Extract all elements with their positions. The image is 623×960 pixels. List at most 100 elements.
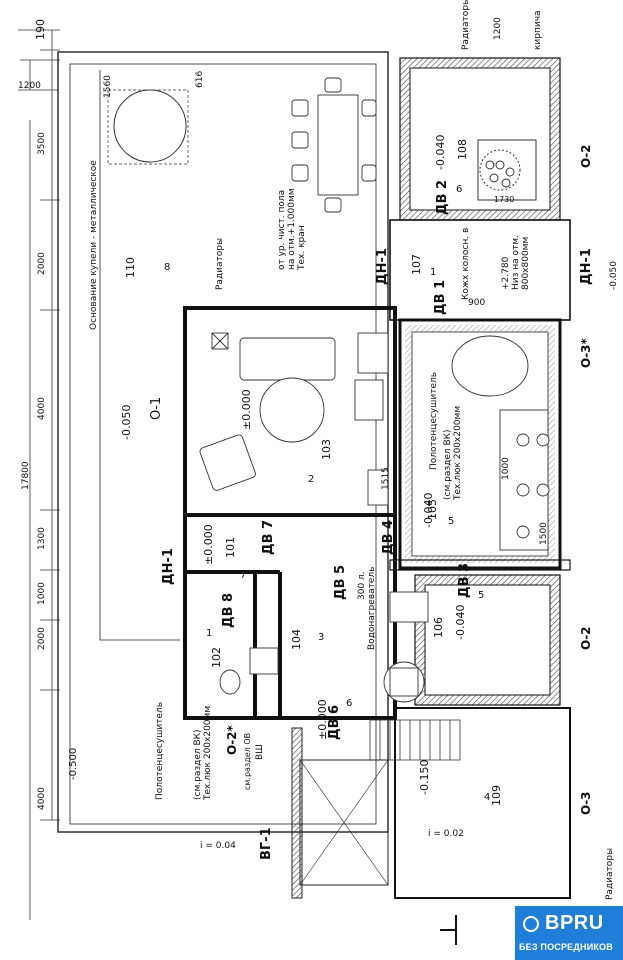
bath-fixtures bbox=[219, 335, 550, 703]
window-label: О-3* bbox=[579, 337, 593, 368]
vsh-label: см.раздел ОВ bbox=[243, 733, 252, 790]
dim-label: 4000 bbox=[37, 787, 47, 810]
level-label: -0.150 bbox=[418, 760, 431, 795]
marker: 4 bbox=[484, 792, 490, 803]
door-label: ДН-1 bbox=[579, 248, 594, 285]
dim-label: 3500 bbox=[37, 132, 47, 155]
marker: 1 bbox=[430, 267, 436, 278]
badge-logo: BPRU bbox=[545, 912, 604, 934]
terrace-outline bbox=[57, 51, 389, 833]
dim-label: 1000 bbox=[37, 582, 47, 605]
dim-label: 1200 bbox=[18, 81, 41, 91]
room-number: 101 bbox=[224, 537, 237, 558]
vsh-label: ВШ bbox=[255, 744, 265, 760]
bpru-badge[interactable]: BPRU БЕЗ ПОСРЕДНИКОВ bbox=[515, 906, 623, 960]
room-number: 106 bbox=[432, 617, 445, 638]
dim-label: 2000 bbox=[37, 627, 47, 650]
window-label: О-2* bbox=[225, 724, 239, 755]
level-label: -0.500 bbox=[68, 748, 79, 780]
level-label: -0.040 bbox=[454, 605, 467, 640]
dim-label: 190 bbox=[34, 19, 47, 40]
window-label: О-1 bbox=[149, 397, 164, 420]
staircase bbox=[369, 719, 461, 761]
hatch-label: +2.780 bbox=[501, 256, 511, 290]
room-number: 103 bbox=[320, 439, 333, 460]
door-label: ДВ 2 bbox=[435, 180, 450, 215]
room-number: 110 bbox=[124, 257, 137, 278]
heater-label: Водонагреватель bbox=[367, 567, 377, 650]
room-number: 109 bbox=[490, 785, 503, 806]
plan-labels: 190 1200 1560 616 3500 2000 4000 17800 1… bbox=[18, 0, 619, 900]
door-label: ДН-1 bbox=[375, 248, 390, 285]
door-label: ДВ 4 bbox=[381, 520, 396, 555]
door-label: ДВ 7 bbox=[261, 520, 276, 555]
kirpicha-label: кирпича bbox=[533, 10, 543, 50]
radiator-label: Радиаторы bbox=[461, 0, 471, 50]
house-walls bbox=[183, 306, 397, 720]
door-label: ДВ 3 bbox=[457, 563, 472, 598]
dim-label: 1500 bbox=[539, 522, 549, 545]
level-label: -0.050 bbox=[609, 261, 619, 290]
vent-label: Тех.люк 200х200мм bbox=[203, 706, 213, 801]
section-marker bbox=[440, 915, 457, 945]
crane-label: на отм.+1.000мм bbox=[287, 188, 297, 270]
level-label: -0.040 bbox=[422, 493, 435, 528]
floor-heat-label: Полотенцесушитель bbox=[429, 372, 439, 470]
dim-label: 900 bbox=[468, 298, 485, 308]
heater-label: 300 л. bbox=[357, 571, 367, 600]
radiator-label: Радиаторы bbox=[215, 238, 225, 290]
slope-label: i = 0.04 bbox=[200, 841, 236, 851]
window-label: О-2 bbox=[579, 144, 593, 168]
level-label: -0.040 bbox=[434, 135, 447, 170]
radiator-label: Радиаторы bbox=[605, 848, 615, 900]
marker: 6 bbox=[456, 184, 462, 195]
dim-label: 616 bbox=[195, 71, 205, 88]
base-label: Основание купели - металлическое bbox=[89, 160, 99, 330]
vent-label: (см.раздел ВК) bbox=[443, 429, 453, 500]
living-room-furniture bbox=[199, 332, 389, 506]
dim-label: 2000 bbox=[37, 252, 47, 275]
people-icon bbox=[523, 916, 539, 932]
marker: 6 bbox=[346, 698, 352, 709]
dim-label: 1000 bbox=[501, 457, 511, 480]
dim-label: 1515 bbox=[381, 467, 391, 490]
window-label: О-3 bbox=[579, 791, 593, 815]
slope-label: i = 0.02 bbox=[428, 829, 464, 839]
vent-label: (см.раздел ВК) bbox=[193, 729, 203, 800]
room-number: 102 bbox=[210, 647, 223, 668]
window-label: О-2 bbox=[579, 626, 593, 650]
door-label: ДВ 6 bbox=[327, 705, 342, 740]
room-number: 105 bbox=[426, 499, 439, 520]
level-label: ±0.000 bbox=[316, 699, 329, 740]
dim-label: 17800 bbox=[21, 461, 31, 490]
marker: 8 bbox=[164, 262, 170, 273]
marker: 1 bbox=[206, 628, 212, 639]
hot-tub bbox=[107, 89, 189, 165]
dim-label: 4000 bbox=[37, 397, 47, 420]
room-number: 107 bbox=[410, 254, 423, 275]
room-number: 104 bbox=[290, 629, 303, 650]
lower-porch bbox=[291, 727, 389, 899]
marker: 3 bbox=[318, 632, 324, 643]
door-label: ДН-1 bbox=[161, 548, 176, 585]
hatch-label: Кожх колосн. в bbox=[461, 228, 471, 300]
badge-subtitle: БЕЗ ПОСРЕДНИКОВ bbox=[519, 942, 613, 952]
hatch-label: Низ на отм. bbox=[511, 235, 521, 290]
floor-heat-label: Полотенцесушитель bbox=[155, 702, 165, 800]
marker: 7 bbox=[240, 570, 246, 581]
dimension-lines-left bbox=[18, 29, 60, 920]
marker: 5 bbox=[448, 516, 454, 527]
door-label: ДВ 5 bbox=[333, 565, 348, 600]
hatch-label: 800х800мм bbox=[521, 237, 531, 290]
door-label: ДВ 1 bbox=[433, 280, 448, 315]
crane-label: Тех. кран bbox=[297, 225, 307, 271]
door-label: ВГ-1 bbox=[259, 827, 274, 860]
level-label: ±0.000 bbox=[202, 524, 215, 565]
marker: 5 bbox=[478, 590, 484, 601]
level-label: ±0.000 bbox=[240, 389, 253, 430]
dim-label: 1560 bbox=[103, 75, 113, 98]
dim-label: 1730 bbox=[494, 195, 514, 204]
dim-label: 1200 bbox=[493, 17, 503, 40]
door-label: ДВ 8 bbox=[221, 593, 236, 628]
